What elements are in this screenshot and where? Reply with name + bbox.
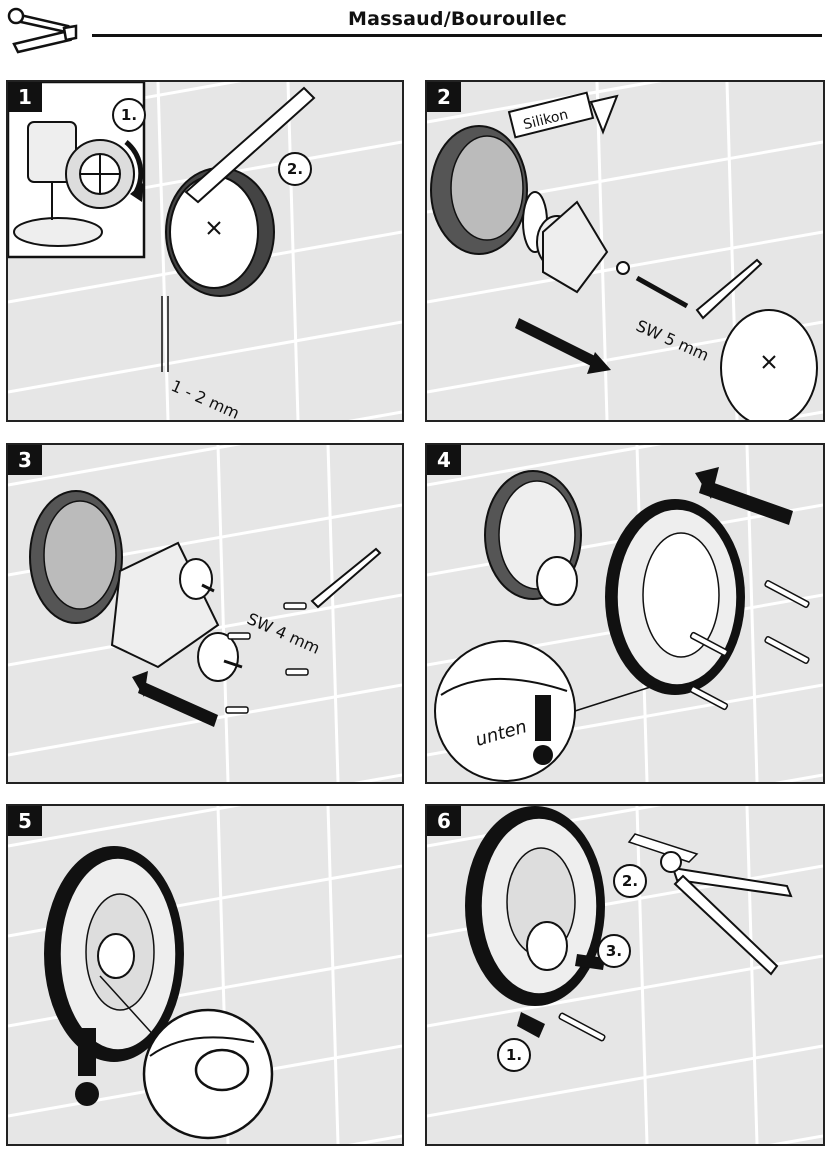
step-5-illustration (8, 806, 402, 1144)
step-4-illustration (427, 445, 823, 782)
step-5-number: 5 (8, 806, 42, 836)
substep-2-badge: 2. (278, 152, 312, 186)
step-3-panel: 3 SW 4 mm (6, 443, 404, 784)
substep-3-badge: 3. (597, 934, 631, 968)
step-2-illustration (427, 82, 823, 420)
step-4-number: 4 (427, 445, 461, 475)
substep-1-badge: 1. (112, 98, 146, 132)
step-6-illustration (427, 806, 823, 1144)
page-header: Massaud/Bouroullec (0, 0, 829, 60)
wrench-icon (7, 7, 78, 54)
step-6-number: 6 (427, 806, 461, 836)
step-2-panel: 2 Silikon SW 5 mm (425, 80, 825, 422)
step-3-illustration (8, 445, 402, 782)
substep-2-badge: 2. (613, 864, 647, 898)
step-2-number: 2 (427, 82, 461, 112)
step-5-panel: 5 (6, 804, 404, 1146)
step-6-panel: 6 1. 2. 3. (425, 804, 825, 1146)
step-1-panel: 1 1. 2. 1 - 2 mm (6, 80, 404, 422)
step-4-panel: 4 unten (425, 443, 825, 784)
step-3-number: 3 (8, 445, 42, 475)
step-1-illustration (8, 82, 402, 420)
step-1-number: 1 (8, 82, 42, 112)
substep-1-badge: 1. (497, 1038, 531, 1072)
title-rule (92, 34, 822, 37)
page-title: Massaud/Bouroullec (348, 8, 568, 30)
